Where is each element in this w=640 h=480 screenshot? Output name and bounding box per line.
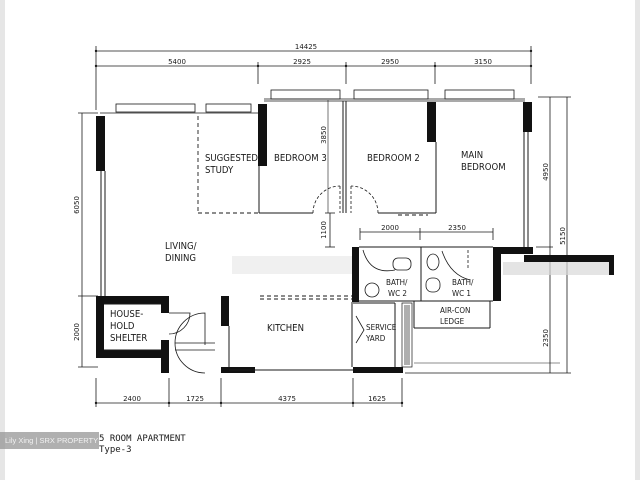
dim-top-2: 2925 [293,58,311,66]
dim-right-outer: 5150 [559,227,567,245]
dim-bedroom3-depth: 3850 [320,126,328,144]
dim-bath2-width: 2000 [381,224,399,232]
dim-bottom-2: 1725 [186,395,204,403]
room-label-service-yard-1: SERVICE [366,323,397,332]
room-label-study-1: SUGGESTED [205,153,258,164]
dim-top-total: 14425 [295,43,317,51]
dim-left-1: 6050 [73,196,81,214]
left-frame-edge [0,0,5,480]
room-label-service-yard-2: YARD [365,334,386,343]
room-label-shelter-3: SHELTER [110,333,147,344]
room-label-shelter-2: HOLD [110,321,135,332]
right-frame-edge [635,0,640,480]
dim-top-3: 2950 [381,58,399,66]
dim-bottom-1: 2400 [123,395,141,403]
dim-bath1-width: 2350 [448,224,466,232]
room-label-main-bedroom-1: MAIN [461,150,483,161]
room-label-study-2: STUDY [205,165,234,176]
room-label-living-1: LIVING/ [165,241,197,252]
room-label-kitchen: KITCHEN [267,323,304,334]
dim-corridor: 1100 [320,221,328,239]
dim-right-1: 4950 [542,163,550,181]
room-label-aircon-2: LEDGE [440,317,465,326]
room-label-shelter-1: HOUSE- [110,309,143,320]
room-label-bedroom3: BEDROOM 3 [274,153,327,164]
watermark-label: Lily Xing | SRX PROPERTY [0,432,99,449]
room-label-wc2-2: WC 2 [388,289,407,298]
dim-top-4: 3150 [474,58,492,66]
plan-title-block: 5 ROOM APARTMENT Type-3 [99,434,186,456]
plan-title: 5 ROOM APARTMENT [99,434,186,444]
room-label-main-bedroom-2: BEDROOM [461,162,506,173]
room-label-wc1-1: BATH/ [452,278,474,287]
dim-bottom-3: 4375 [278,395,296,403]
room-label-aircon-1: AIR-CON [440,306,470,315]
dim-left-2: 2000 [73,323,81,341]
dim-top-1: 5400 [168,58,186,66]
plan-subtitle: Type-3 [99,445,132,455]
dim-bottom-4: 1625 [368,395,386,403]
room-label-wc1-2: WC 1 [452,289,471,298]
room-label-wc2-1: BATH/ [386,278,408,287]
room-label-bedroom2: BEDROOM 2 [367,153,420,164]
room-label-living-2: DINING [165,253,196,264]
dim-right-2: 2350 [542,329,550,347]
